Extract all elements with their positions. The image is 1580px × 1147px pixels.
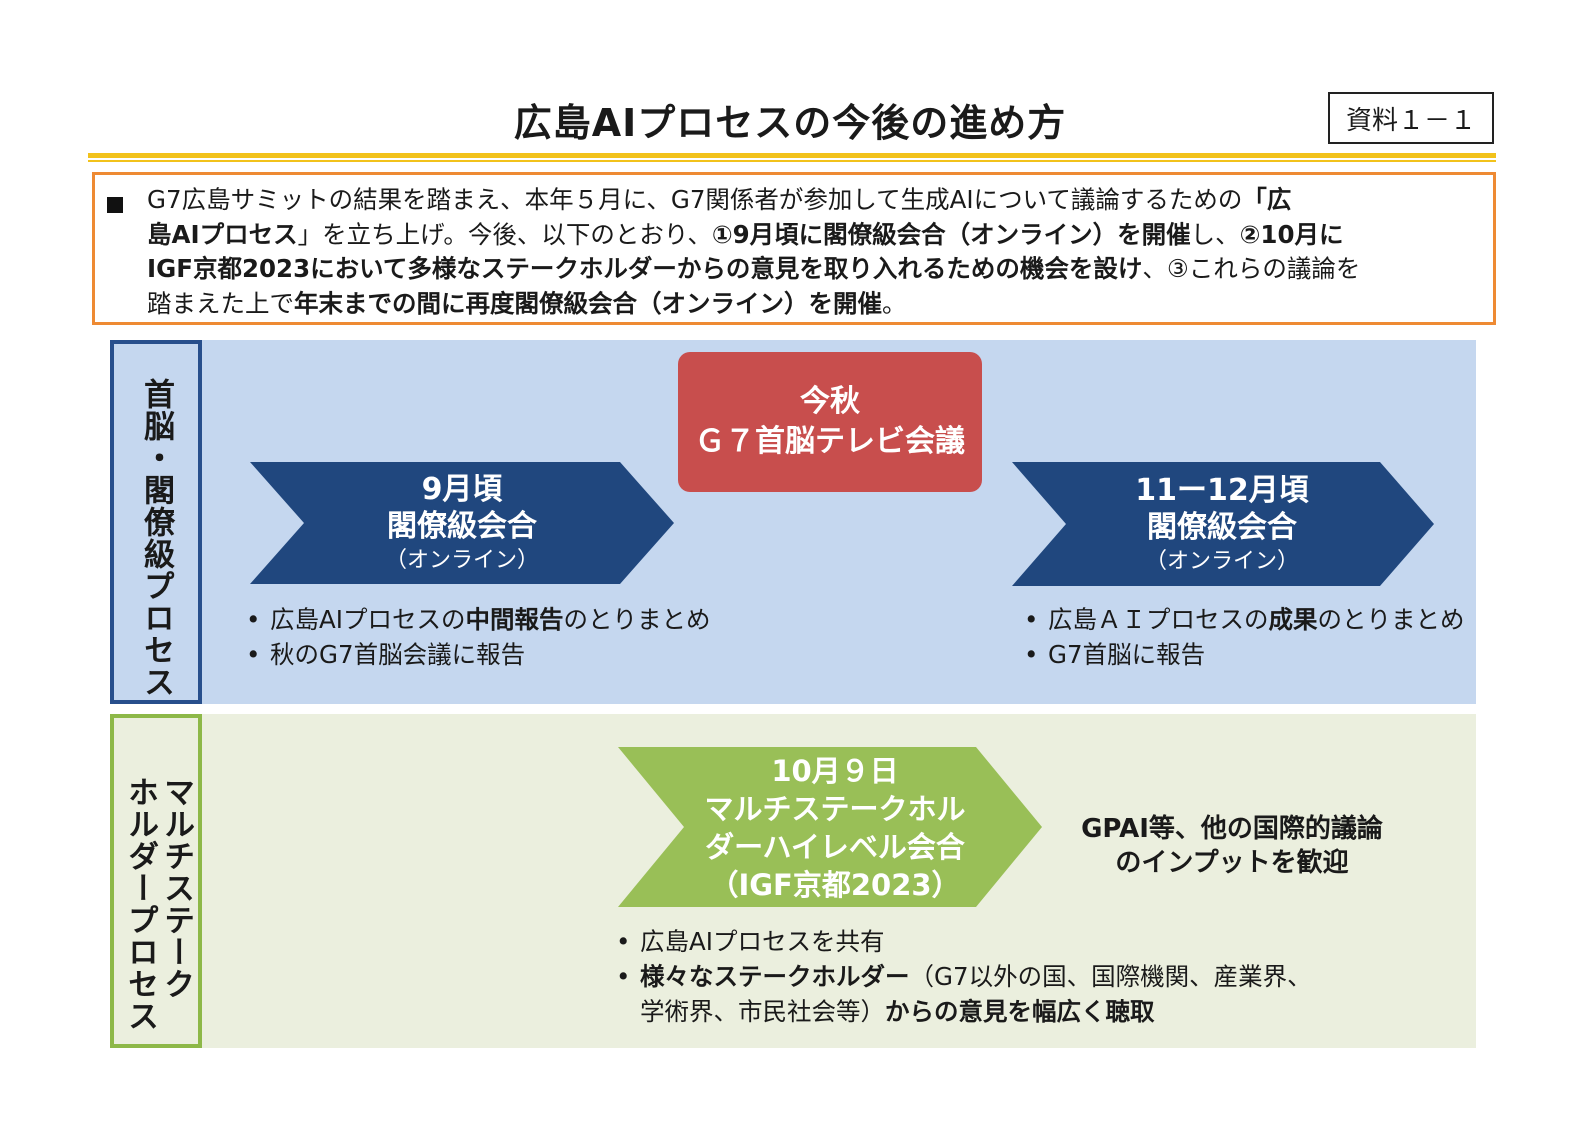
- sep-ministerial-text: 9月頃 閣僚級会合 （オンライン）: [300, 472, 624, 576]
- igf-meeting-bullets: 広島AIプロセスを共有 様々なステークホルダー（G7以外の国、国際機関、産業界、…: [616, 924, 1312, 1029]
- multistakeholder-process-label-text: マルチステークホルダープロセス: [122, 776, 194, 1032]
- igf-meeting-venue: （IGF京都2023）: [709, 868, 961, 902]
- g7-leaders-meeting-title: Ｇ７首脳テレビ会議: [695, 424, 965, 459]
- page-title: 広島AIプロセスの今後の進め方: [513, 101, 1067, 145]
- gpai-input-note: GPAI等、他の国際的議論 のインプットを歓迎: [1081, 814, 1383, 878]
- novdec-ministerial-title: 閣僚級会合: [1147, 510, 1297, 545]
- list-item: 広島AIプロセスの中間報告のとりまとめ: [246, 602, 711, 637]
- g7-leaders-video-meeting-box: 今秋 Ｇ７首脳テレビ会議: [678, 352, 982, 492]
- sep-ministerial-title: 閣僚級会合: [387, 509, 537, 544]
- list-item-continuation: 学術界、市民社会等）からの意見を幅広く聴取: [640, 997, 1155, 1026]
- summary-text: G7広島サミットの結果を踏まえ、本年５月に、G7関係者が参加して生成AIについて…: [147, 183, 1487, 321]
- summary-line-1: G7広島サミットの結果を踏まえ、本年５月に、G7関係者が参加して生成AIについて…: [147, 185, 1292, 214]
- g7-leaders-meeting-season: 今秋: [800, 384, 860, 419]
- igf-meeting-chevron: [618, 747, 1042, 907]
- leaders-process-label-text: 首脳・閣僚級プロセス: [138, 378, 174, 698]
- sep-ministerial-bullets: 広島AIプロセスの中間報告のとりまとめ 秋のG7首脳会議に報告: [246, 602, 711, 672]
- list-item: 秋のG7首脳会議に報告: [246, 637, 711, 672]
- sep-ministerial-date: 9月頃: [421, 472, 503, 507]
- multistakeholder-process-label: マルチステークホルダープロセス: [110, 714, 202, 1048]
- igf-meeting-title-line2: ダーハイレベル会合: [705, 830, 965, 864]
- novdec-ministerial-online: （オンライン）: [1144, 549, 1299, 574]
- novdec-ministerial-date: 11ー12月頃: [1135, 473, 1309, 508]
- leaders-process-label: 首脳・閣僚級プロセス: [110, 340, 202, 704]
- title-rule-thin: [88, 160, 1496, 162]
- title-rule: [88, 153, 1496, 158]
- novdec-ministerial-bullets: 広島ＡＩプロセスの成果のとりまとめ G7首脳に報告: [1024, 602, 1465, 672]
- list-item: G7首脳に報告: [1024, 637, 1465, 672]
- igf-meeting-title-line1: マルチステークホル: [704, 792, 966, 826]
- summary-line-4: 踏まえた上で年末までの間に再度閣僚級会合（オンライン）を開催。: [147, 288, 907, 318]
- list-item: 広島ＡＩプロセスの成果のとりまとめ: [1024, 602, 1465, 637]
- list-item: 広島AIプロセスを共有: [616, 924, 1312, 959]
- igf-meeting-text: 10月９日 マルチステークホル ダーハイレベル会合 （IGF京都2023）: [676, 752, 994, 904]
- summary-line-3: IGF京都2023において多様なステークホルダーからの意見を取り入れるための機会…: [147, 254, 1361, 283]
- summary-line-2: 島AIプロセス」を立ち上げ。今後、以下のとおり、①9月頃に閣僚級会合（オンライン…: [147, 219, 1344, 249]
- list-item: 様々なステークホルダー（G7以外の国、国際機関、産業界、: [616, 959, 1312, 994]
- novdec-ministerial-text: 11ー12月頃 閣僚級会合 （オンライン）: [1062, 473, 1382, 577]
- sep-ministerial-chevron: [250, 462, 674, 584]
- sep-ministerial-online: （オンライン）: [384, 548, 539, 573]
- igf-meeting-date: 10月９日: [771, 754, 899, 788]
- summary-box: G7広島サミットの結果を踏まえ、本年５月に、G7関係者が参加して生成AIについて…: [92, 172, 1496, 325]
- document-reference-label: 資料１－１: [1328, 92, 1494, 144]
- square-bullet-icon: [107, 197, 123, 213]
- novdec-ministerial-chevron: [1012, 462, 1434, 586]
